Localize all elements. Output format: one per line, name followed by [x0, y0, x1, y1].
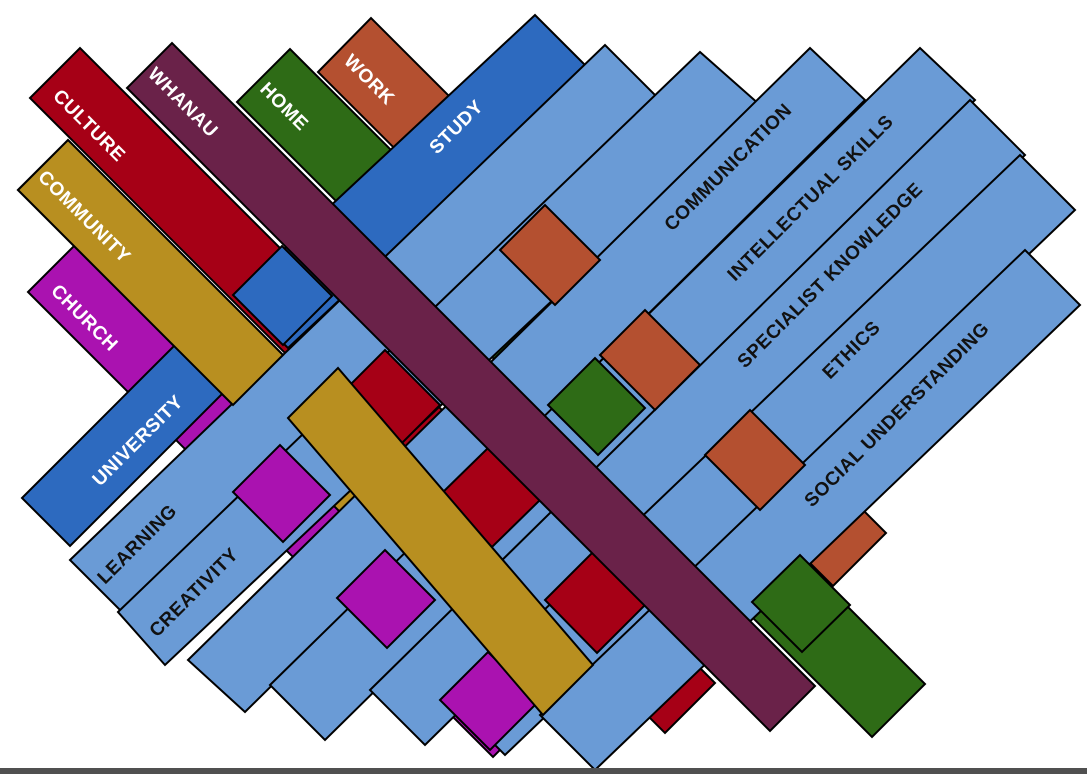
bottom-bar [0, 768, 1087, 774]
strip-social [538, 248, 1082, 772]
cross-home-1 [546, 356, 647, 457]
strip-community-top [16, 138, 285, 407]
cross-work-3 [703, 408, 807, 512]
cross-church-2 [335, 548, 437, 650]
cross-work-1 [498, 203, 602, 307]
strip-communication [186, 46, 867, 714]
strip-specialist [368, 98, 1027, 747]
strip-whanau [125, 41, 817, 733]
strip-community-low [286, 366, 595, 717]
cross-home-2 [750, 553, 852, 654]
cross-church-1 [231, 443, 332, 544]
cross-study [231, 244, 334, 347]
cross-work-2 [598, 308, 702, 412]
